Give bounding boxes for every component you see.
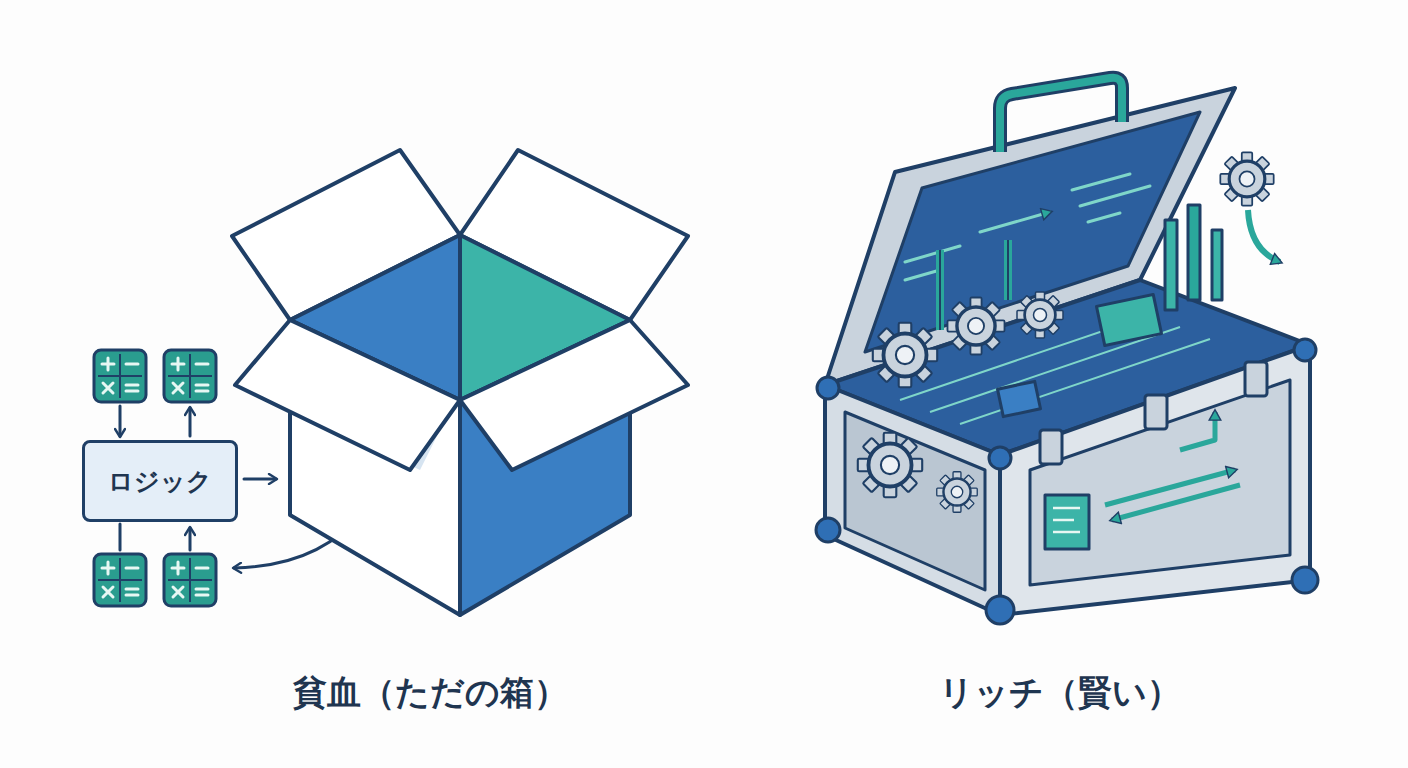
caption: リッチ（賢い） (939, 670, 1181, 716)
logic-icons (94, 350, 216, 606)
caption: 貧血（ただの箱） (293, 670, 568, 716)
node-label: ロジック (108, 465, 212, 498)
open-box (232, 150, 688, 615)
smart-toolbox (816, 78, 1318, 624)
logic-box: ロジック (82, 440, 238, 522)
